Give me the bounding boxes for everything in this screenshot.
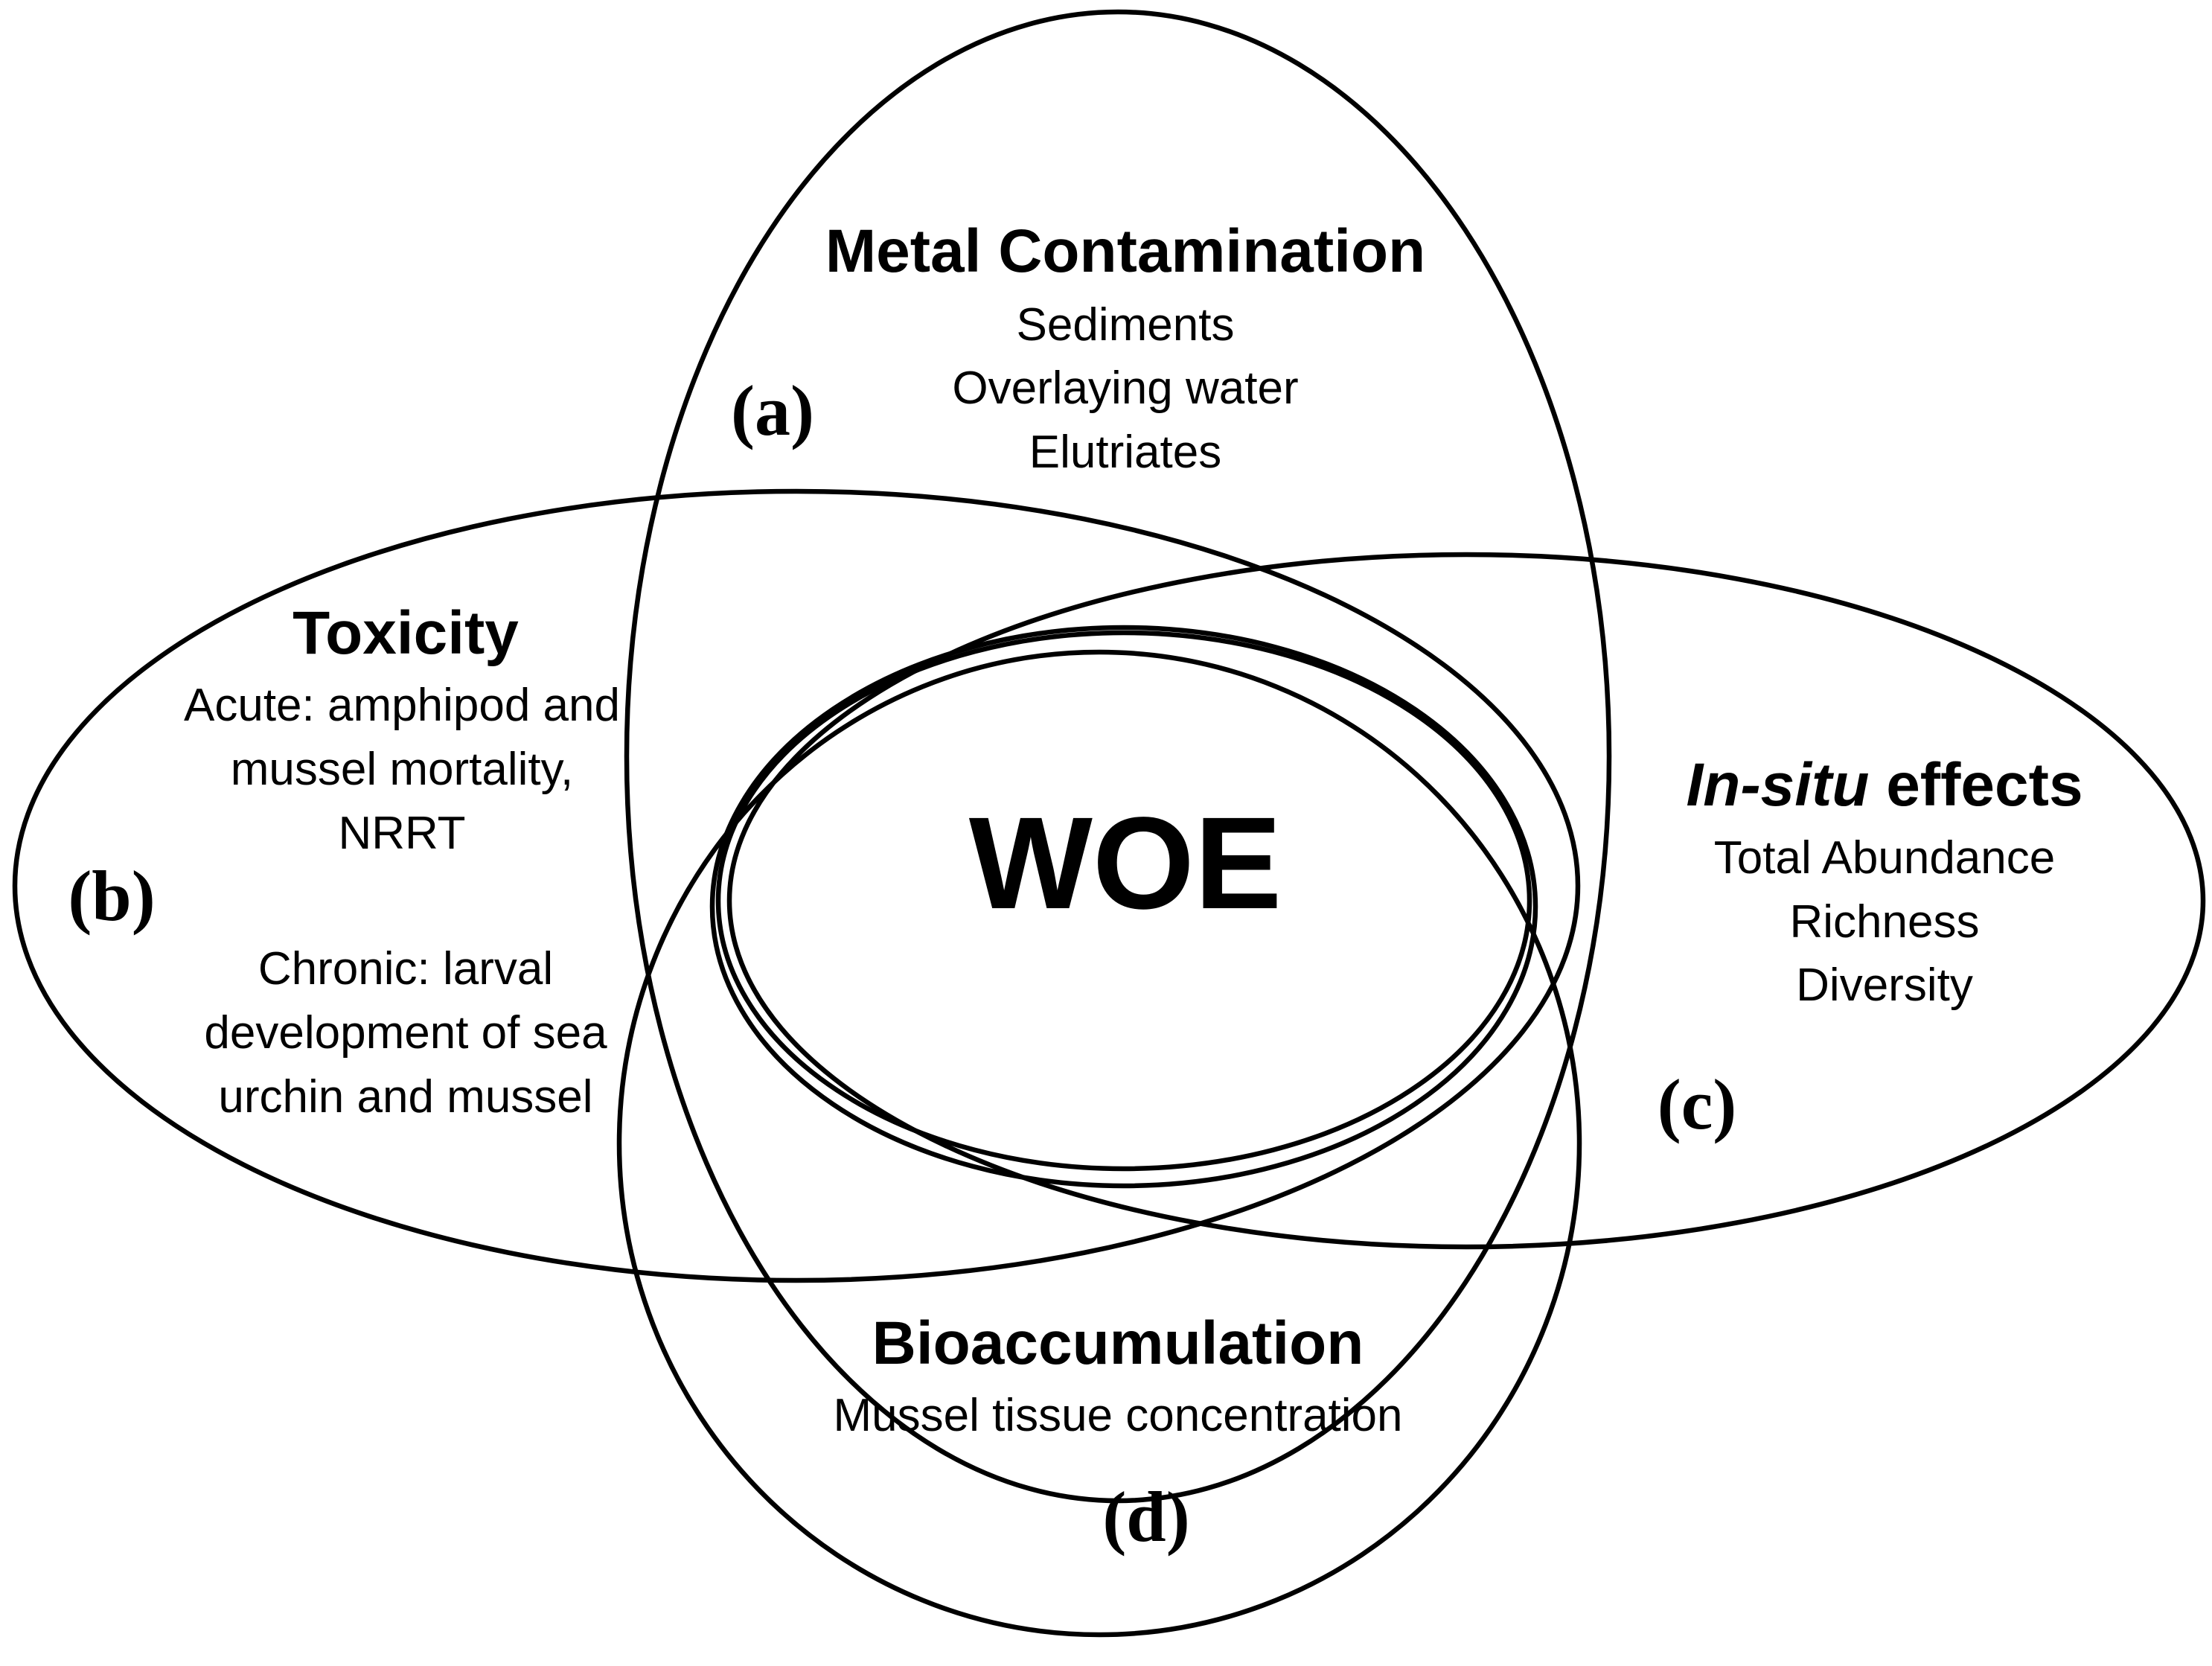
bioaccumulation-title: Bioaccumulation [872, 1309, 1364, 1377]
toxicity-chronic-line-1: Chronic: larval [258, 943, 553, 995]
toxicity-chronic-line-2: development of sea [204, 1007, 607, 1059]
toxicity-acute-line-1: Acute: amphipod and [184, 680, 620, 731]
bioaccumulation-ellipse [616, 649, 1582, 1638]
insitu-title-italic: In-situ [1686, 751, 1869, 819]
letter-d: (d) [1102, 1477, 1189, 1557]
letter-c: (c) [1658, 1065, 1737, 1144]
letter-b: (b) [68, 856, 155, 936]
metal-item-overlaying-water: Overlaying water [952, 363, 1298, 414]
metal-item-sediments: Sediments [1017, 299, 1235, 351]
insitu-item-richness: Richness [1790, 896, 1980, 948]
woe-center-label: WOE [969, 791, 1282, 936]
insitu-item-total-abundance: Total Abundance [1714, 832, 2056, 884]
insitu-title-rest: effects [1869, 751, 2082, 819]
woe-center-ellipse [709, 625, 1538, 1189]
insitu-effects-ellipse [726, 552, 2206, 1250]
bioaccumulation-item-mussel-tissue: Mussel tissue concentration [833, 1390, 1402, 1441]
toxicity-acute-line-2: mussel mortality, [231, 744, 574, 795]
toxicity-acute-line-3: NRRT [338, 808, 465, 859]
woe-center-ellipse-inner [715, 630, 1532, 1172]
insitu-effects-title: In-situ effects [1686, 751, 2082, 819]
metal-item-elutriates: Elutriates [1029, 427, 1221, 478]
metal-contamination-ellipse [624, 9, 1612, 1504]
metal-contamination-title: Metal Contamination [825, 217, 1425, 285]
toxicity-chronic-line-3: urchin and mussel [218, 1071, 592, 1123]
toxicity-ellipse [12, 488, 1581, 1283]
insitu-item-diversity: Diversity [1796, 960, 1973, 1011]
toxicity-title: Toxicity [293, 599, 519, 667]
letter-a: (a) [731, 371, 814, 450]
